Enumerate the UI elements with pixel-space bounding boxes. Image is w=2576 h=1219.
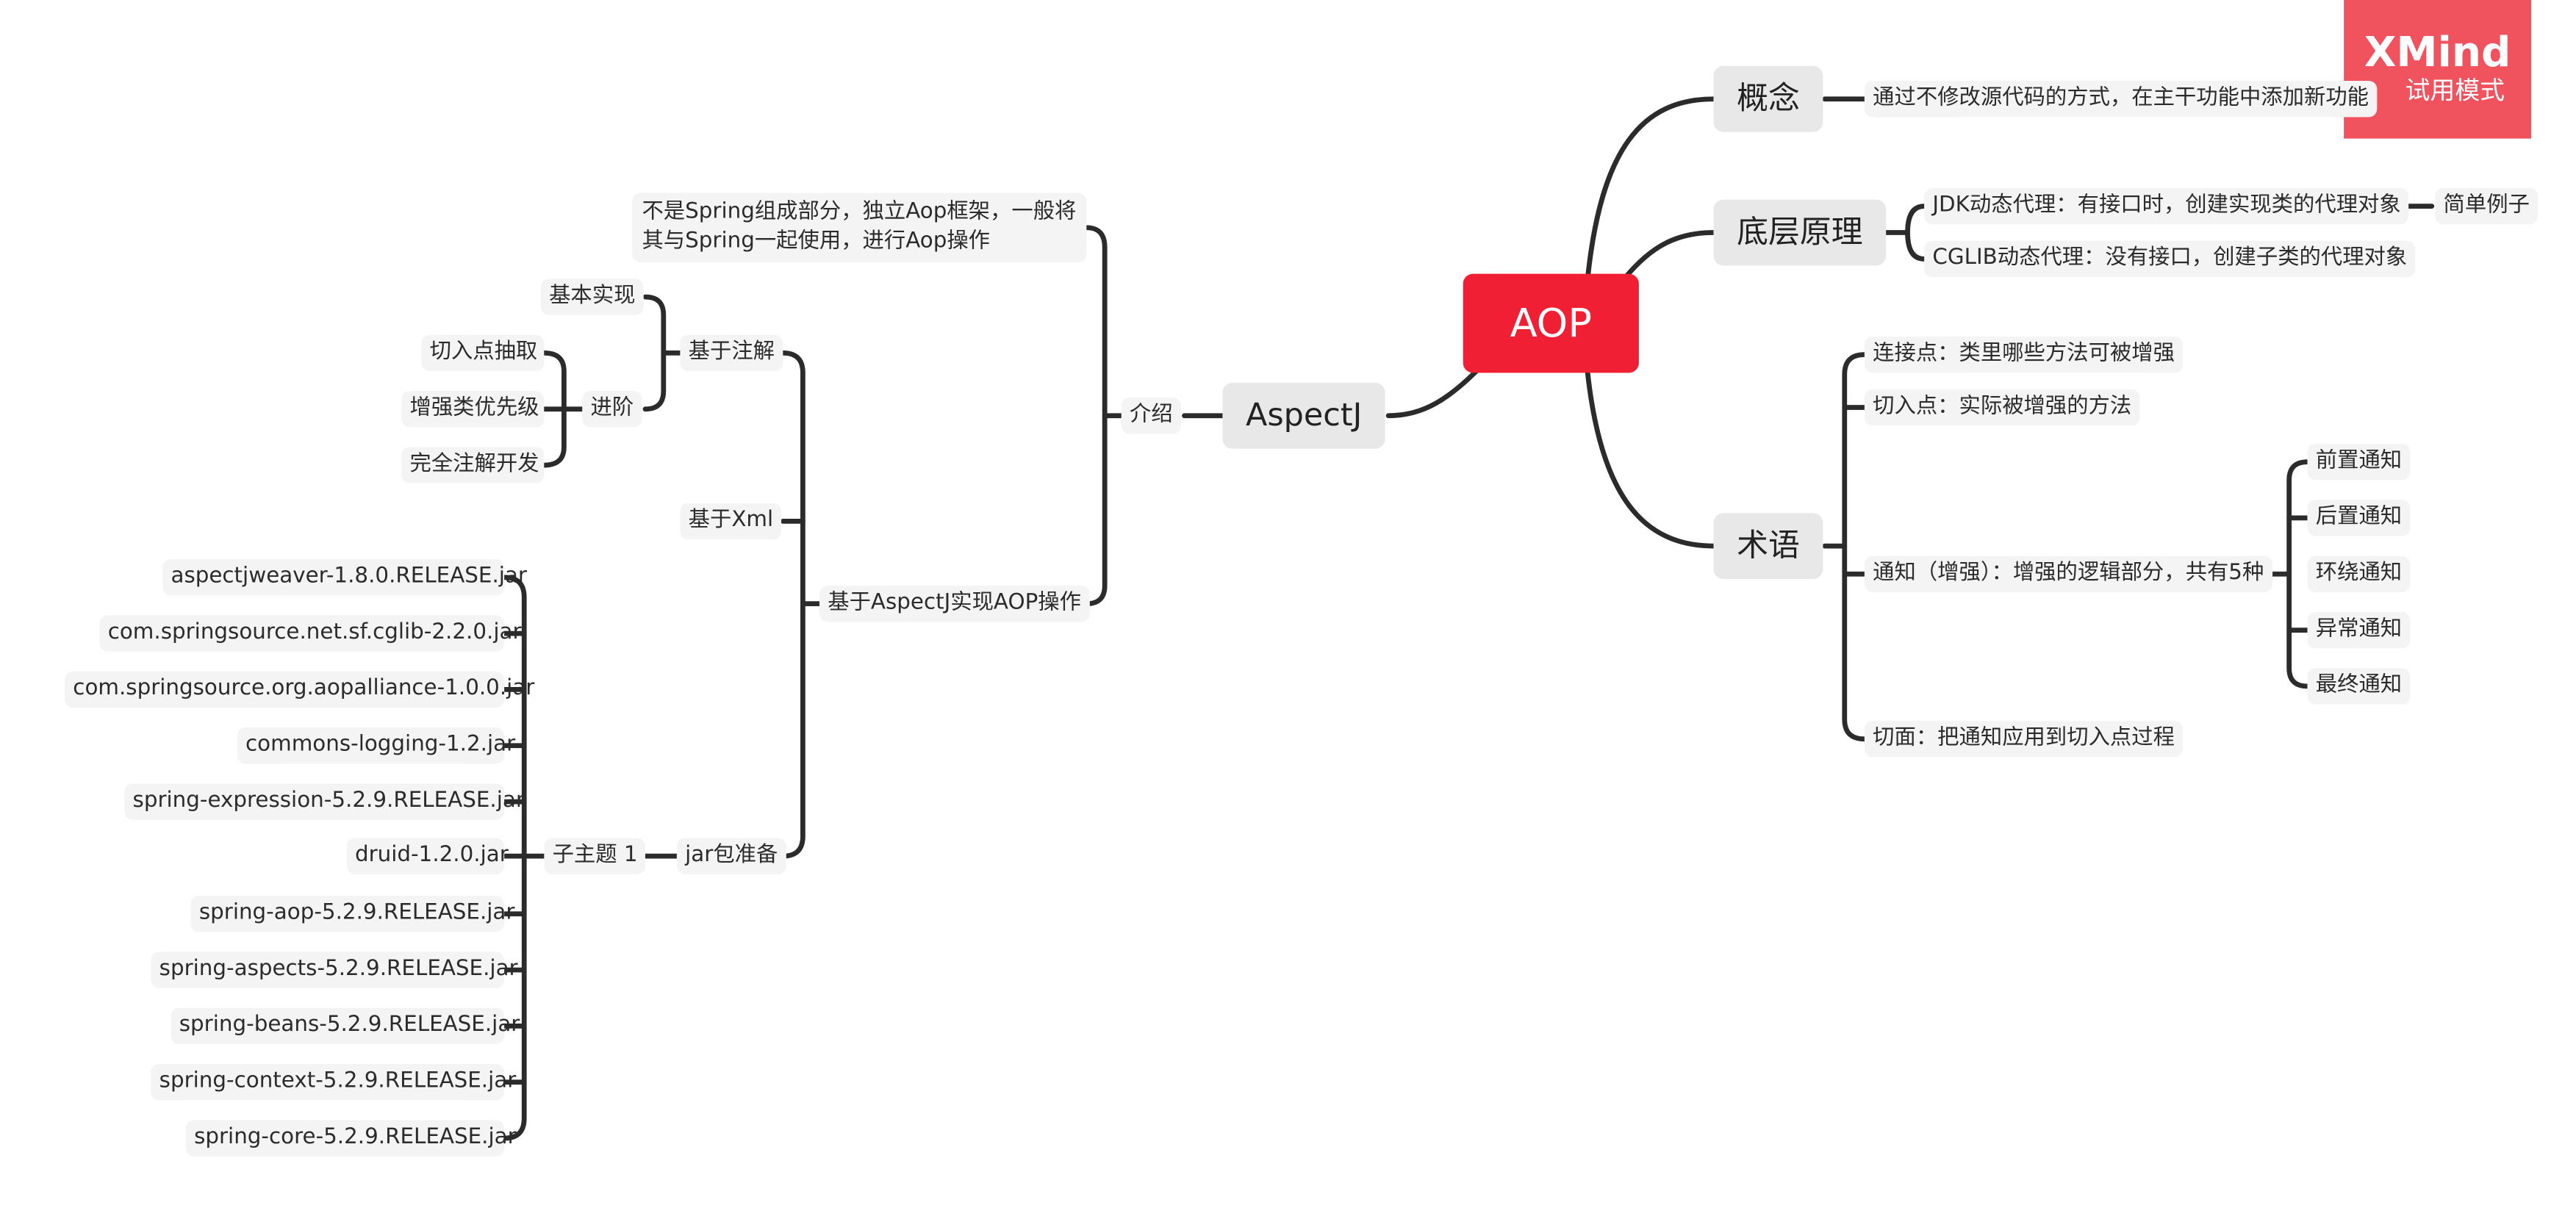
term-joinpoint[interactable]: 连接点：类里哪些方法可被增强: [1864, 336, 2184, 373]
principle-jdk[interactable]: JDK动态代理：有接口时，创建实现类的代理对象: [1924, 187, 2410, 225]
connector: [1083, 225, 1108, 607]
aspectj-intro[interactable]: 介绍: [1121, 398, 1182, 434]
xmind-watermark: XMind 试用模式: [2344, 0, 2532, 139]
connector: [1842, 405, 1868, 577]
advanced-item[interactable]: 完全注解开发: [401, 447, 545, 483]
topic-concept[interactable]: 概念: [1713, 65, 1823, 132]
jar-item[interactable]: com.springsource.org.aopalliance-1.0.0.j…: [65, 671, 534, 708]
advice-type[interactable]: 最终通知: [2307, 668, 2411, 705]
jar-item[interactable]: druid-1.2.0.jar: [346, 838, 509, 874]
connector: [2286, 515, 2310, 633]
advice-type[interactable]: 环绕通知: [2307, 555, 2411, 592]
connector: [1585, 96, 1716, 284]
jar-item[interactable]: spring-aspects-5.2.9.RELEASE.jar: [151, 952, 518, 988]
jar-item[interactable]: spring-context-5.2.9.RELEASE.jar: [151, 1064, 516, 1101]
advice-type[interactable]: 异常通知: [2307, 611, 2411, 649]
advanced-item[interactable]: 切入点抽取: [421, 334, 545, 372]
annotation-advanced[interactable]: 进阶: [582, 391, 642, 428]
term-pointcut[interactable]: 切入点：实际被增强的方法: [1864, 389, 2140, 426]
jar-item[interactable]: spring-beans-5.2.9.RELEASE.jar: [171, 1007, 520, 1045]
connector: [1623, 230, 1716, 280]
impl-xml[interactable]: 基于Xml: [680, 503, 782, 540]
jar-item[interactable]: spring-aop-5.2.9.RELEASE.jar: [190, 896, 514, 932]
topic-terms[interactable]: 术语: [1713, 513, 1823, 579]
connector: [1881, 204, 1927, 262]
advice-type[interactable]: 后置通知: [2307, 500, 2411, 536]
concept-desc[interactable]: 通过不修改源代码的方式，在主干功能中添加新功能: [1864, 81, 2378, 118]
watermark-mode: 试用模式: [2405, 76, 2505, 106]
annotation-basic[interactable]: 基本实现: [540, 278, 644, 315]
connector: [2286, 459, 2310, 689]
principle-cglib[interactable]: CGLIB动态代理：没有接口，创建子类的代理对象: [1924, 240, 2416, 278]
impl-annotation[interactable]: 基于注解: [680, 334, 783, 372]
connector: [642, 294, 667, 412]
jdk-example[interactable]: 简单例子: [2435, 187, 2539, 225]
connector: [501, 630, 527, 1085]
jar-item[interactable]: com.springsource.net.sf.cglib-2.2.0.jar: [99, 615, 522, 652]
jar-item[interactable]: commons-logging-1.2.jar: [237, 727, 515, 764]
connector: [1585, 368, 1716, 549]
jar-item[interactable]: spring-expression-5.2.9.RELEASE.jar: [124, 783, 525, 820]
impl-aspectj[interactable]: 基于AspectJ实现AOP操作: [819, 585, 1090, 622]
connector: [1385, 368, 1479, 419]
advice-type[interactable]: 前置通知: [2307, 443, 2411, 481]
jar-item[interactable]: spring-core-5.2.9.RELEASE.jar: [185, 1120, 517, 1157]
jar-item[interactable]: aspectjweaver-1.8.0.RELEASE.jar: [162, 559, 527, 596]
jars-subtopic[interactable]: 子主题 1: [544, 838, 646, 874]
advanced-item[interactable]: 增强类优先级: [401, 391, 545, 428]
impl-jars[interactable]: jar包准备: [676, 838, 786, 874]
central-topic-aop[interactable]: AOP: [1463, 273, 1639, 373]
term-aspect[interactable]: 切面：把通知应用到切入点过程: [1864, 721, 2184, 758]
topic-principle[interactable]: 底层原理: [1713, 199, 1887, 266]
topic-aspectj[interactable]: AspectJ: [1222, 382, 1385, 449]
intro-desc[interactable]: 不是Spring组成部分，独立Aop框架，一般将其与Spring一起使用，进行A…: [631, 193, 1087, 262]
connector: [780, 350, 806, 859]
term-advice[interactable]: 通知（增强）：增强的逻辑部分，共有5种: [1864, 555, 2272, 592]
connector: [1842, 352, 1868, 742]
watermark-brand: XMind: [2364, 28, 2511, 76]
